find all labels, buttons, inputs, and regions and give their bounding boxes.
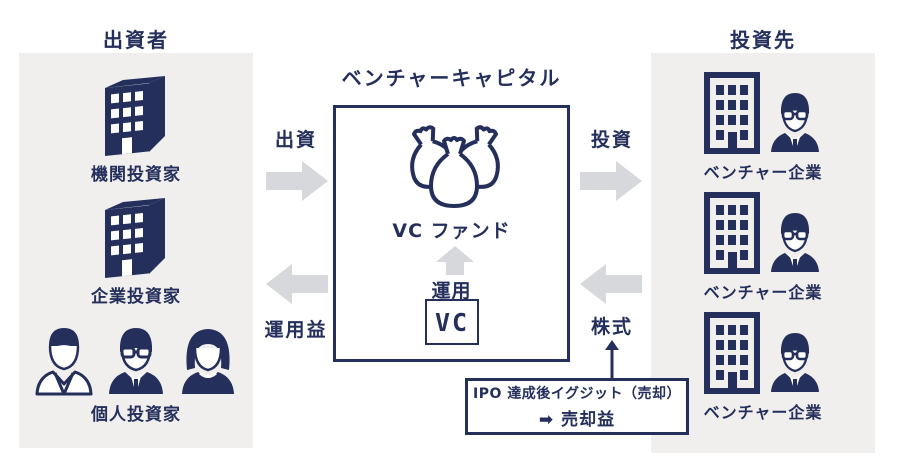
ipo-exit-line2: ➡ 売却益	[539, 405, 615, 430]
left-item-institutional: 機関投資家	[19, 74, 253, 185]
vc-company-box: VC	[425, 299, 479, 345]
businessman-glasses-icon	[768, 210, 822, 274]
money-bags-icon	[405, 114, 505, 214]
solid-right-arrow-icon: ➡	[538, 410, 555, 430]
flow-label-investment: 投資	[590, 129, 633, 151]
building-outline-icon	[704, 192, 760, 274]
office-building-icon	[103, 196, 169, 280]
arrow-right-icon	[580, 158, 642, 204]
arrow-up-icon	[436, 246, 474, 275]
flow-label-contribution: 出資	[274, 129, 317, 151]
office-building-icon	[103, 74, 169, 158]
ipo-exit-line1: IPO 達成後イグジット（売却）	[473, 386, 681, 402]
businessman-glasses-icon	[768, 330, 822, 394]
center-title: ベンチャーキャピタル	[341, 66, 562, 90]
connector-arrow-up-icon	[605, 340, 619, 379]
left-item-corporate: 企業投資家	[19, 196, 253, 307]
arrow-left-icon	[580, 261, 642, 307]
left-item-label: 企業投資家	[91, 287, 181, 307]
person-glasses-icon	[105, 324, 167, 396]
venture-company-item: ベンチャー企業	[651, 312, 875, 423]
operation-label: 運用	[431, 280, 472, 302]
person-woman-icon	[177, 324, 239, 396]
arrow-left-icon	[266, 261, 328, 307]
person-man-icon	[33, 324, 95, 396]
right-panel-title: 投資先	[730, 28, 796, 52]
ipo-exit-note: IPO 達成後イグジット（売却） ➡ 売却益	[465, 378, 689, 435]
building-outline-icon	[704, 312, 760, 394]
arrow-right-icon	[266, 158, 328, 204]
venture-company-item: ベンチャー企業	[651, 192, 875, 303]
left-item-individual: 個人投資家	[19, 324, 253, 425]
vc-fund-box: VC ファンド 運用 VC	[333, 105, 570, 362]
flow-label-operating-profit: 運用益	[264, 319, 328, 341]
left-panel-title: 出資者	[103, 28, 169, 52]
businessman-glasses-icon	[768, 90, 822, 154]
left-item-label: 個人投資家	[91, 405, 181, 425]
venture-company-label: ベンチャー企業	[703, 283, 823, 302]
building-outline-icon	[704, 72, 760, 154]
venture-company-item: ベンチャー企業	[651, 72, 875, 183]
venture-company-label: ベンチャー企業	[703, 403, 823, 422]
venture-company-label: ベンチャー企業	[703, 163, 823, 182]
sale-profit-label: 売却益	[561, 410, 616, 430]
vc-fund-label: VC ファンド	[392, 220, 511, 242]
flow-label-stock: 株式	[590, 316, 633, 338]
left-item-label: 機関投資家	[91, 165, 181, 185]
